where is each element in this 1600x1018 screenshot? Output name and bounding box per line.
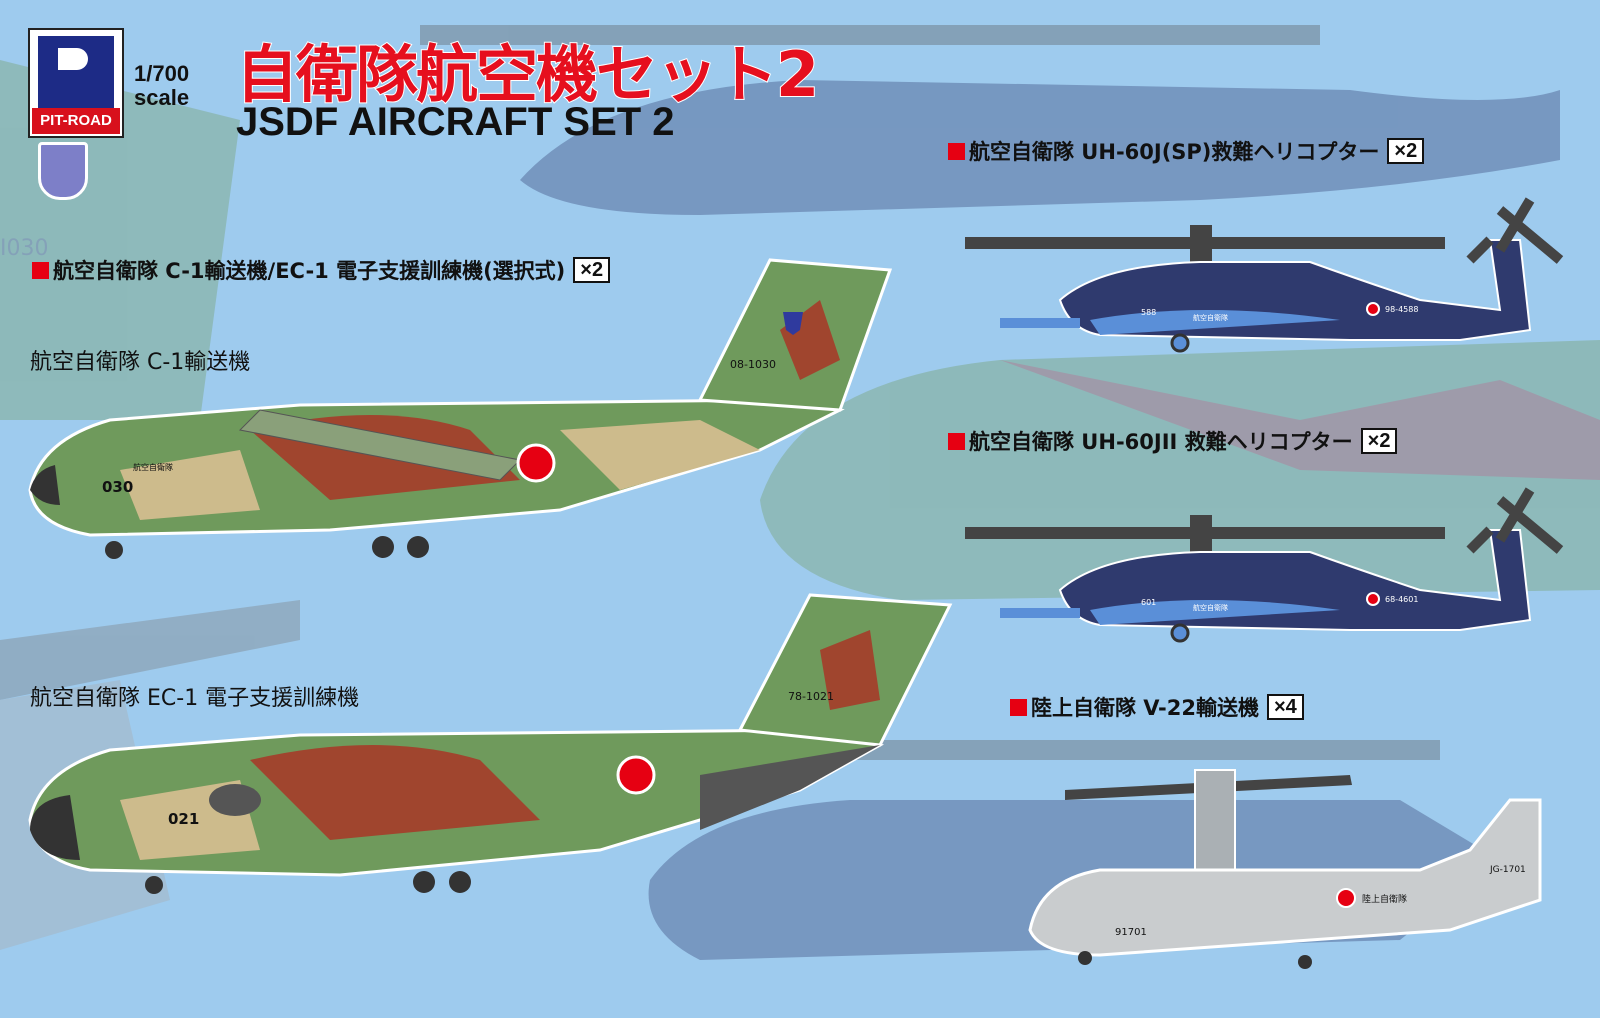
bullet-square-icon	[1010, 698, 1027, 716]
v22-osprey-illustration: 91701 JG-1701 陸上自衛隊	[1028, 769, 1542, 969]
ec1-illustration: 021 78-1021	[28, 593, 953, 894]
v22-nose-number: 91701	[1115, 927, 1147, 938]
uh60jii-side-text: 航空自衛隊	[1193, 603, 1228, 612]
quantity-badge: ×2	[1387, 138, 1425, 164]
bullet-square-icon	[948, 142, 965, 160]
v22-side-text: 陸上自衛隊	[1362, 893, 1407, 905]
bullet-square-icon	[32, 261, 49, 279]
quantity-badge: ×2	[573, 257, 611, 283]
section-heading-uh60jii: 航空自衛隊 UH-60JII 救難ヘリコプター ×2	[948, 426, 1398, 456]
heading-text: 陸上自衛隊 V-22輸送機	[1031, 696, 1259, 720]
ec1-nose-number: 021	[168, 810, 199, 828]
title-english: JSDF AIRCRAFT SET 2	[236, 100, 675, 144]
scale-ratio: 1/700	[134, 61, 190, 86]
ec1-tail-number: 78-1021	[788, 690, 834, 703]
quantity-badge: ×4	[1266, 694, 1304, 720]
quantity-badge: ×2	[1360, 428, 1398, 454]
title-japanese: 自衛隊航空機セット2	[235, 37, 820, 112]
heading-text: 航空自衛隊 C-1輸送機/EC-1 電子支援訓練機(選択式)	[53, 259, 566, 283]
section-heading-c1-ec1: 航空自衛隊 C-1輸送機/EC-1 電子支援訓練機(選択式) ×2	[32, 255, 611, 285]
c1-transport-illustration: 030 航空自衛隊 08-1030	[28, 258, 893, 559]
section-heading-uh60j-sp: 航空自衛隊 UH-60J(SP)救難ヘリコプター ×2	[948, 136, 1425, 166]
c1-nose-number: 030	[102, 478, 133, 496]
uh60sp-tail-number: 98-4588	[1385, 305, 1418, 314]
heading-text: 航空自衛隊 UH-60JII 救難ヘリコプター	[969, 430, 1353, 454]
uh60sp-nose-number: 588	[1141, 308, 1156, 317]
unit-emblem-icon	[783, 312, 803, 335]
uh60j-sp-illustration: 588 98-4588 航空自衛隊	[965, 197, 1564, 353]
heading-text: 航空自衛隊 UH-60J(SP)救難ヘリコプター	[969, 140, 1380, 164]
section-heading-v22: 陸上自衛隊 V-22輸送機 ×4	[1010, 692, 1304, 722]
squadron-emblem-icon	[38, 142, 88, 200]
bg-tail-number: I030	[0, 236, 48, 261]
scale-word: scale	[134, 85, 190, 110]
c1-side-text: 航空自衛隊	[133, 462, 173, 472]
c1-label: 航空自衛隊 C-1輸送機	[30, 350, 251, 375]
pit-road-logo: PIT-ROAD	[28, 28, 124, 138]
scale-label: 1/700 scale	[134, 62, 189, 110]
v22-tail-number: JG-1701	[1489, 865, 1526, 875]
logo-p-mark	[38, 36, 114, 108]
ec1-label: 航空自衛隊 EC-1 電子支援訓練機	[30, 686, 360, 711]
logo-text: PIT-ROAD	[32, 108, 120, 134]
uh60sp-side-text: 航空自衛隊	[1193, 313, 1228, 322]
uh60jii-nose-number: 601	[1141, 598, 1156, 607]
c1-tail-number: 08-1030	[730, 358, 776, 371]
uh60jii-illustration: 601 68-4601 航空自衛隊	[965, 487, 1564, 643]
uh60jii-tail-number: 68-4601	[1385, 595, 1418, 604]
bullet-square-icon	[948, 432, 965, 450]
